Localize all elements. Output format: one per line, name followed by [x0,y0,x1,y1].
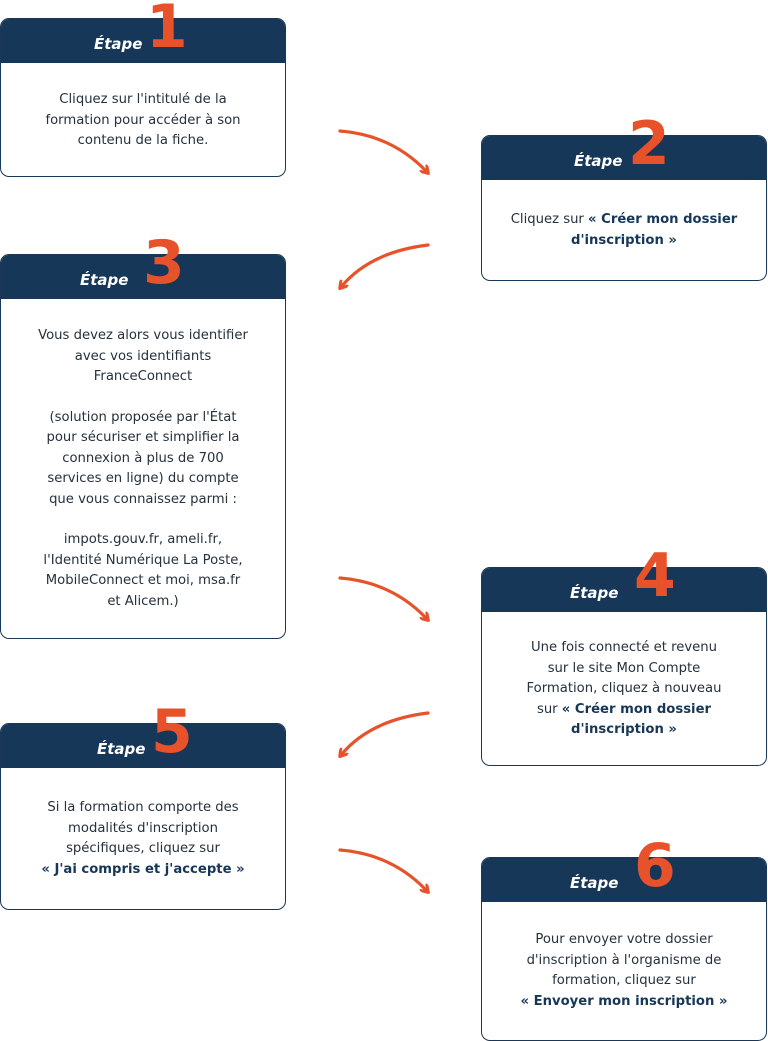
step-3-line: que vous connaissez parmi : [49,491,237,507]
step-3-line: l'Identité Numérique La Poste, [43,552,243,568]
step-6-line: Pour envoyer votre dossier [535,932,713,947]
step-1-line: Cliquez sur l'intitulé de la [59,92,227,107]
step-5-line: spécifiques, cliquez sur [66,841,220,856]
step-3-line: MobileConnect et moi, msa.fr [45,573,241,588]
step-2-line: Cliquez sur « Créer mon dossier [498,210,750,231]
step-4-label: Étape [570,584,619,602]
step-1-line: formation pour accéder à son [45,112,241,128]
step-1-line: contenu de la fiche. [77,133,209,148]
step-2-cta: « Créer mon dossier [588,212,738,227]
step-5-line: modalités d'inscription [68,820,218,836]
step-4-line: Formation, cliquez à nouveau [526,681,722,696]
step-1-body: Cliquez sur l'intitulé de la formation p… [1,63,285,152]
step-1-label: Étape [94,35,143,53]
step-5-line: Si la formation comporte des [47,800,239,815]
step-3-line: pour sécuriser et simplifier la [46,430,240,445]
step-3-line: Vous devez alors vous identifier [38,328,248,343]
step-1-header: Étape 1 [1,0,285,63]
step-4-line: sur le site Mon Compte [547,660,701,676]
step-2-card: Étape 2 Cliquez sur « Créer mon dossier … [481,114,767,281]
step-6-label: Étape [570,874,619,892]
step-3-line: impots.gouv.fr, ameli.fr, [63,532,223,547]
step-5-number: 5 [151,697,193,767]
step-4-prefix: sur [536,701,562,717]
step-1-number: 1 [146,0,188,62]
step-3-card: Étape 3 Vous devez alors vous identifier… [0,233,286,639]
step-6-line: d'inscription à l'organisme de [526,952,722,968]
step-2-prefix: Cliquez sur [510,212,589,227]
step-3-line: services en ligne) du compte [47,471,239,486]
step-6-number: 6 [634,831,676,901]
step-3-line: et Alicem.) [107,593,179,609]
step-2-body: Cliquez sur « Créer mon dossier d'inscri… [482,180,766,251]
step-2-header: Étape 2 [482,114,766,180]
step-6-line: formation, cliquez sur [552,973,696,988]
step-4-line: sur « Créer mon dossier [498,700,750,721]
step-3-number: 3 [143,228,185,298]
step-4-header: Étape 4 [482,546,766,612]
step-3-line: (solution proposée par l'État [49,409,237,425]
step-3-line: avec vos identifiants [74,348,212,364]
step-3-line: FranceConnect [93,369,193,384]
step-5-header: Étape 5 [1,702,285,768]
step-6-header: Étape 6 [482,836,766,902]
step-6-cta: « Envoyer mon inscription » [520,993,728,1009]
step-4-line: Une fois connecté et revenu [531,640,717,655]
step-3-body: Vous devez alors vous identifier avec vo… [1,299,285,612]
step-4-number: 4 [634,541,676,611]
step-3-header: Étape 3 [1,233,285,299]
step-2-label: Étape [574,152,623,170]
step-5-body: Si la formation comporte des modalités d… [1,768,285,880]
step-4-cta: « Créer mon dossier [561,701,712,717]
step-5-card: Étape 5 Si la formation comporte des mod… [0,702,286,910]
step-2-number: 2 [628,109,670,179]
step-1-card: Étape 1 Cliquez sur l'intitulé de la for… [0,0,286,177]
step-4-body: Une fois connecté et revenu sur le site … [482,612,766,741]
step-4-card: Étape 4 Une fois connecté et revenu sur … [481,546,767,766]
step-3-line: connexion à plus de 700 [62,450,224,466]
step-5-cta: « J'ai compris et j'accepte » [41,861,245,877]
step-3-label: Étape [80,271,129,289]
step-2-cta: d'inscription » [571,232,677,248]
step-6-body: Pour envoyer votre dossier d'inscription… [482,902,766,1012]
step-5-label: Étape [97,740,146,758]
step-6-card: Étape 6 Pour envoyer votre dossier d'ins… [481,836,767,1041]
step-4-cta: d'inscription » [571,722,677,737]
